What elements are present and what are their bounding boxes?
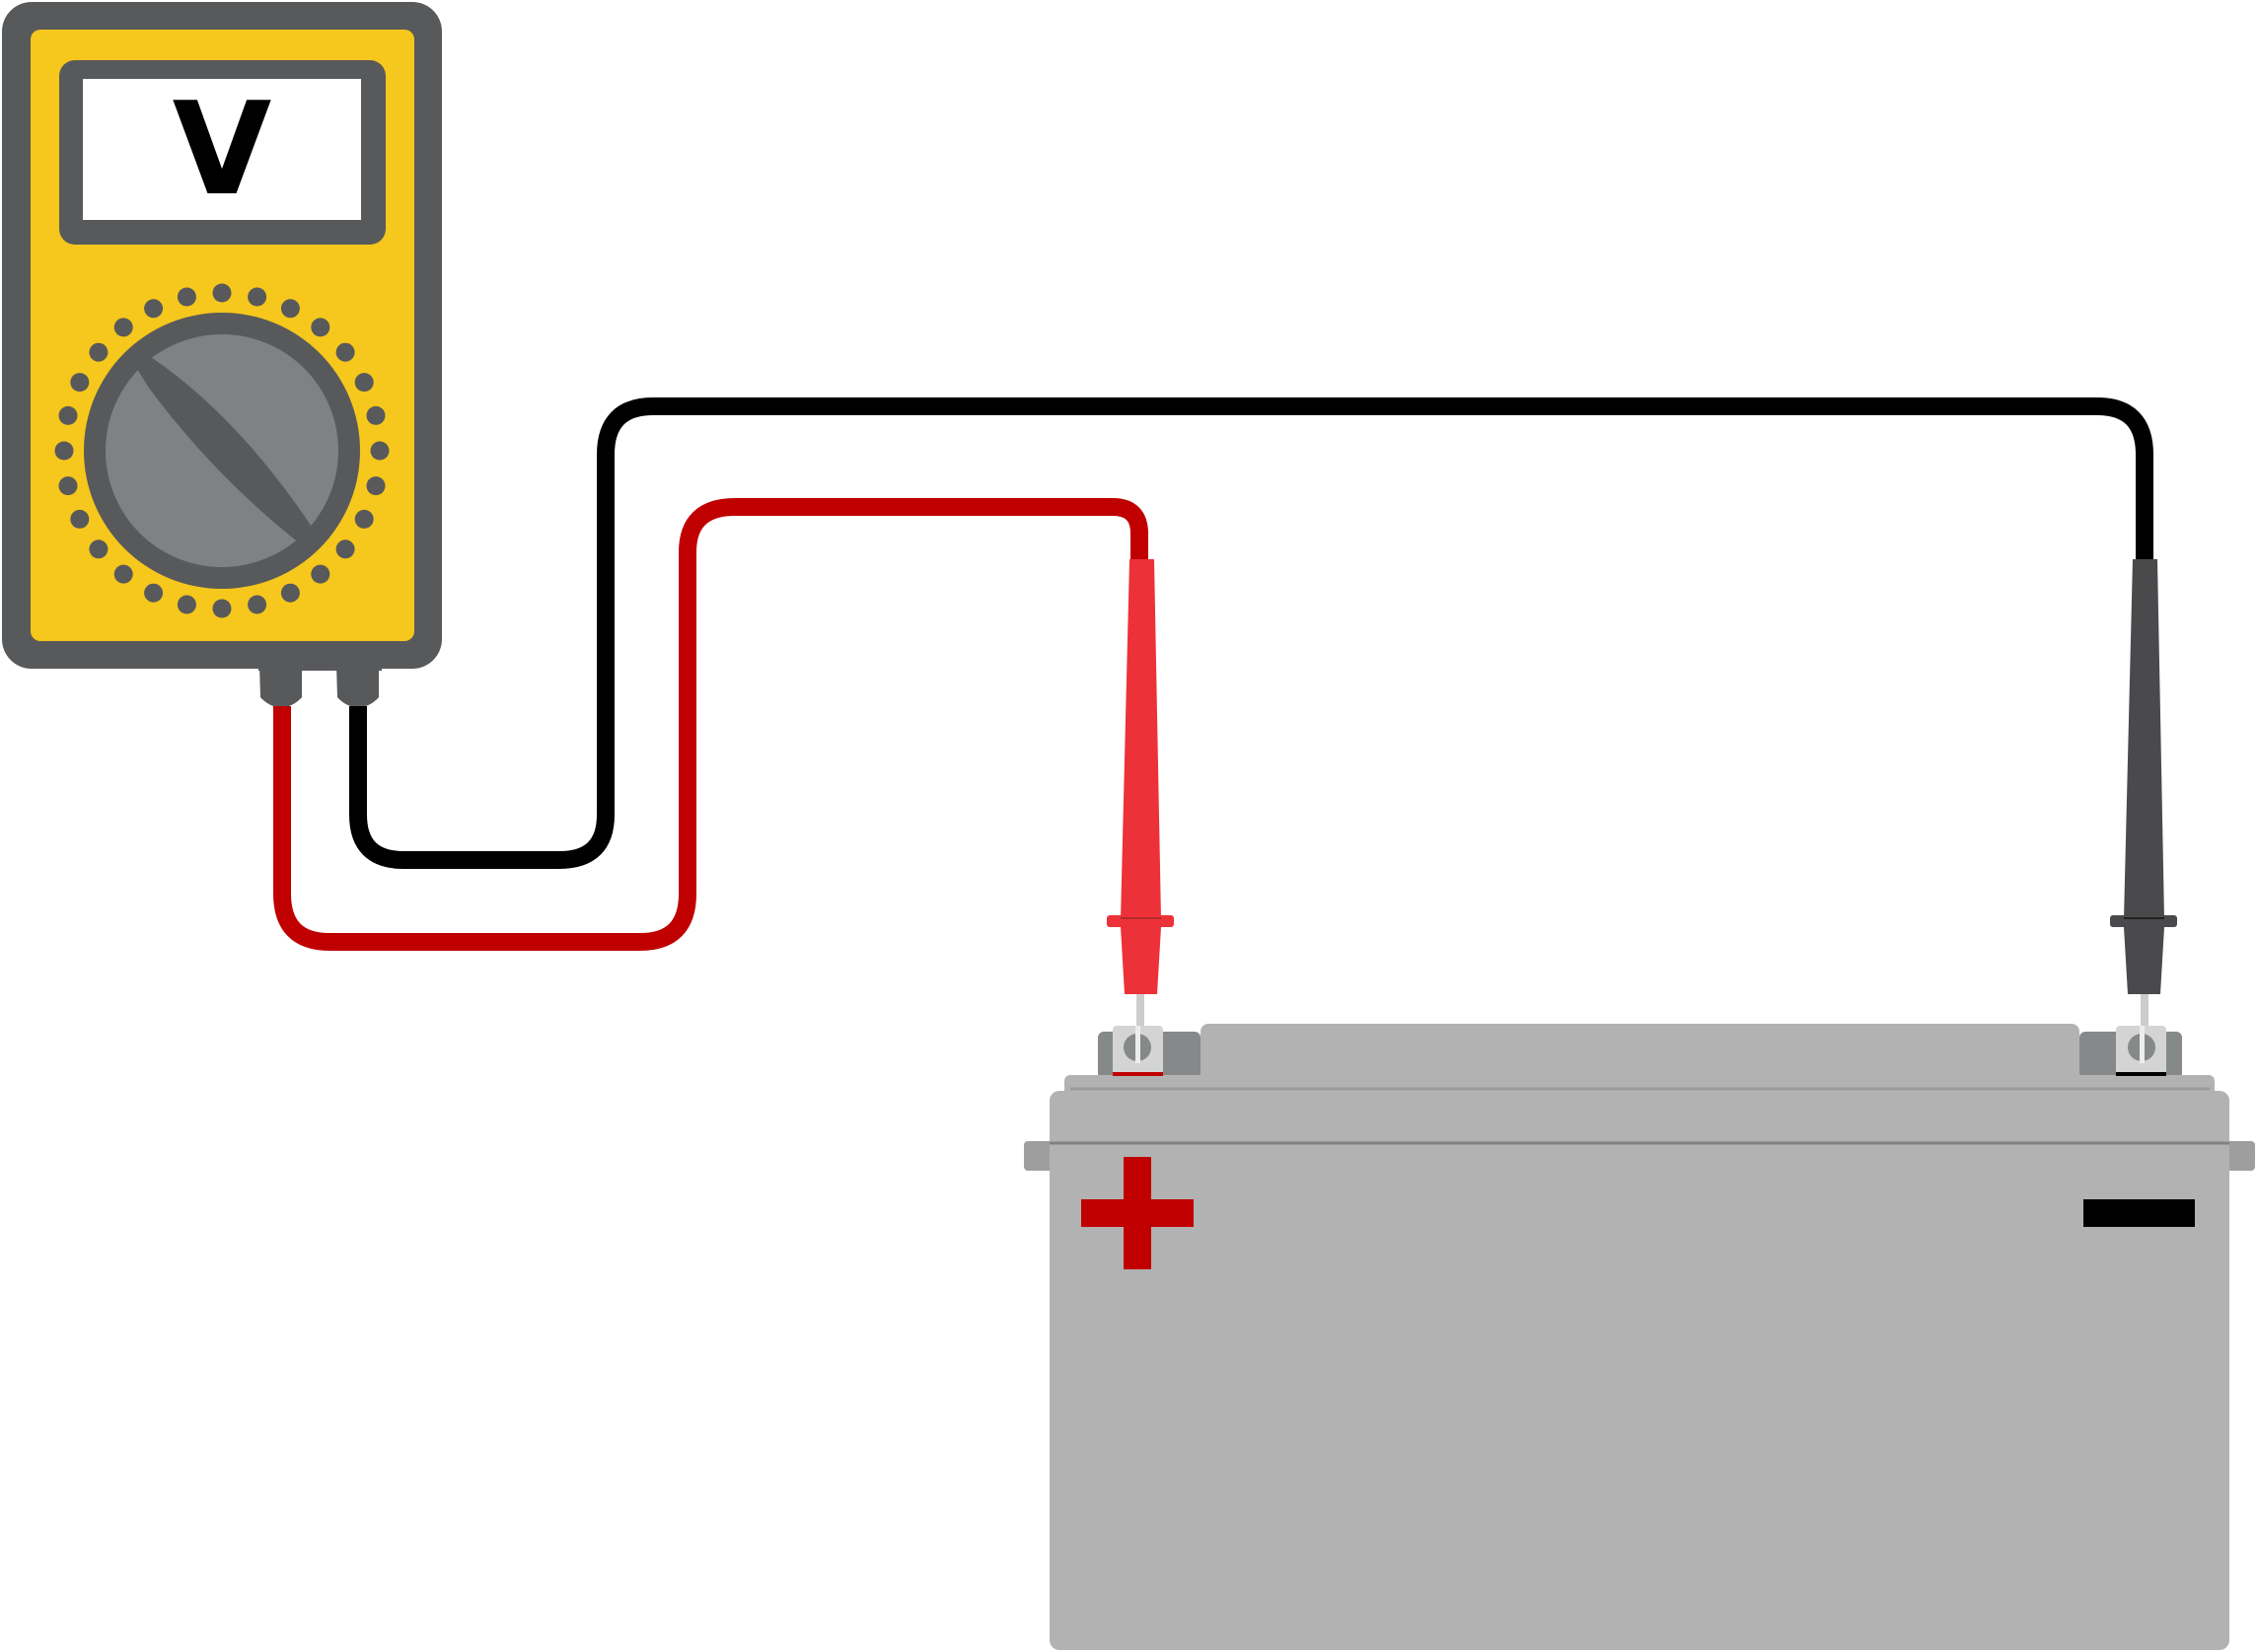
multimeter: V [2,2,442,708]
positive-lead-wire[interactable] [273,498,1148,951]
dial-scale-dot [177,287,196,307]
positive-probe-contact [1135,1026,1140,1063]
negative-terminal[interactable] [2116,1026,2166,1076]
dial-scale-dot [354,373,374,393]
dial-scale-dot [89,539,109,559]
dial-scale-dot [366,476,386,496]
positive-probe-handle [1121,559,1161,919]
positive-symbol [1081,1157,1194,1269]
dial-scale-dot [311,564,330,584]
dial-scale-dot [366,405,386,425]
dial-scale-dot [212,599,232,618]
positive-probe-guard [1107,915,1174,927]
dial-scale-dot [113,564,133,584]
positive-symbol-vertical [1124,1157,1151,1269]
dial-scale-dot [280,583,300,603]
dial-scale-dot [89,342,109,362]
positive-terminal[interactable] [1113,1026,1163,1076]
positive-probe-guard-edge [1121,917,1161,919]
negative-terminal-marker [2116,1072,2166,1076]
dial-scale-dot [144,583,164,603]
dial-scale-dot [58,476,78,496]
dial-scale-dots [54,283,390,618]
rotary-dial[interactable] [84,313,360,589]
dial-scale-dot [248,595,267,614]
dial-scale-dot [370,441,390,461]
negative-probe-contact [2140,1026,2145,1063]
dial-scale-dot [177,595,196,614]
dial-scale-dot [212,283,232,303]
dial-scale-dot [354,509,374,529]
dial-scale-dot [335,539,355,559]
negative-probe-guard [2110,915,2177,927]
jack-bridge [258,663,382,671]
battery-case [1050,1091,2229,1650]
negative-probe-handle [2124,559,2164,919]
dial-scale-dot [70,373,90,393]
v-jack-black[interactable] [336,665,379,708]
dial-scale-dot [144,299,164,319]
negative-symbol [2083,1199,2195,1227]
test-leads [273,397,2153,951]
battery [1024,1024,2255,1650]
negative-probe-tip [2141,992,2148,1032]
positive-terminal-marker [1113,1072,1163,1076]
display-text: V [173,74,272,224]
dial-scale-dot [54,441,74,461]
negative-probe-nose [2124,927,2164,994]
dial-scale-dot [335,342,355,362]
com-jack-red[interactable] [259,665,302,708]
dial-scale-dot [70,509,90,529]
dial-scale-dot [280,299,300,319]
positive-probe[interactable] [1107,559,1174,1032]
dial-scale-dot [113,318,133,337]
positive-probe-tip [1136,992,1144,1032]
battery-top-panel [1201,1024,2079,1083]
dial-scale-dot [248,287,267,307]
dial-scale-dot [311,318,330,337]
dial-pointer [132,355,314,540]
dial-scale-dot [58,405,78,425]
input-jacks [258,663,382,708]
negative-probe[interactable] [2110,559,2177,1032]
negative-lead-wire[interactable] [349,397,2153,869]
display-screen [83,79,361,220]
positive-probe-nose [1121,927,1161,994]
negative-probe-guard-edge [2124,917,2164,919]
